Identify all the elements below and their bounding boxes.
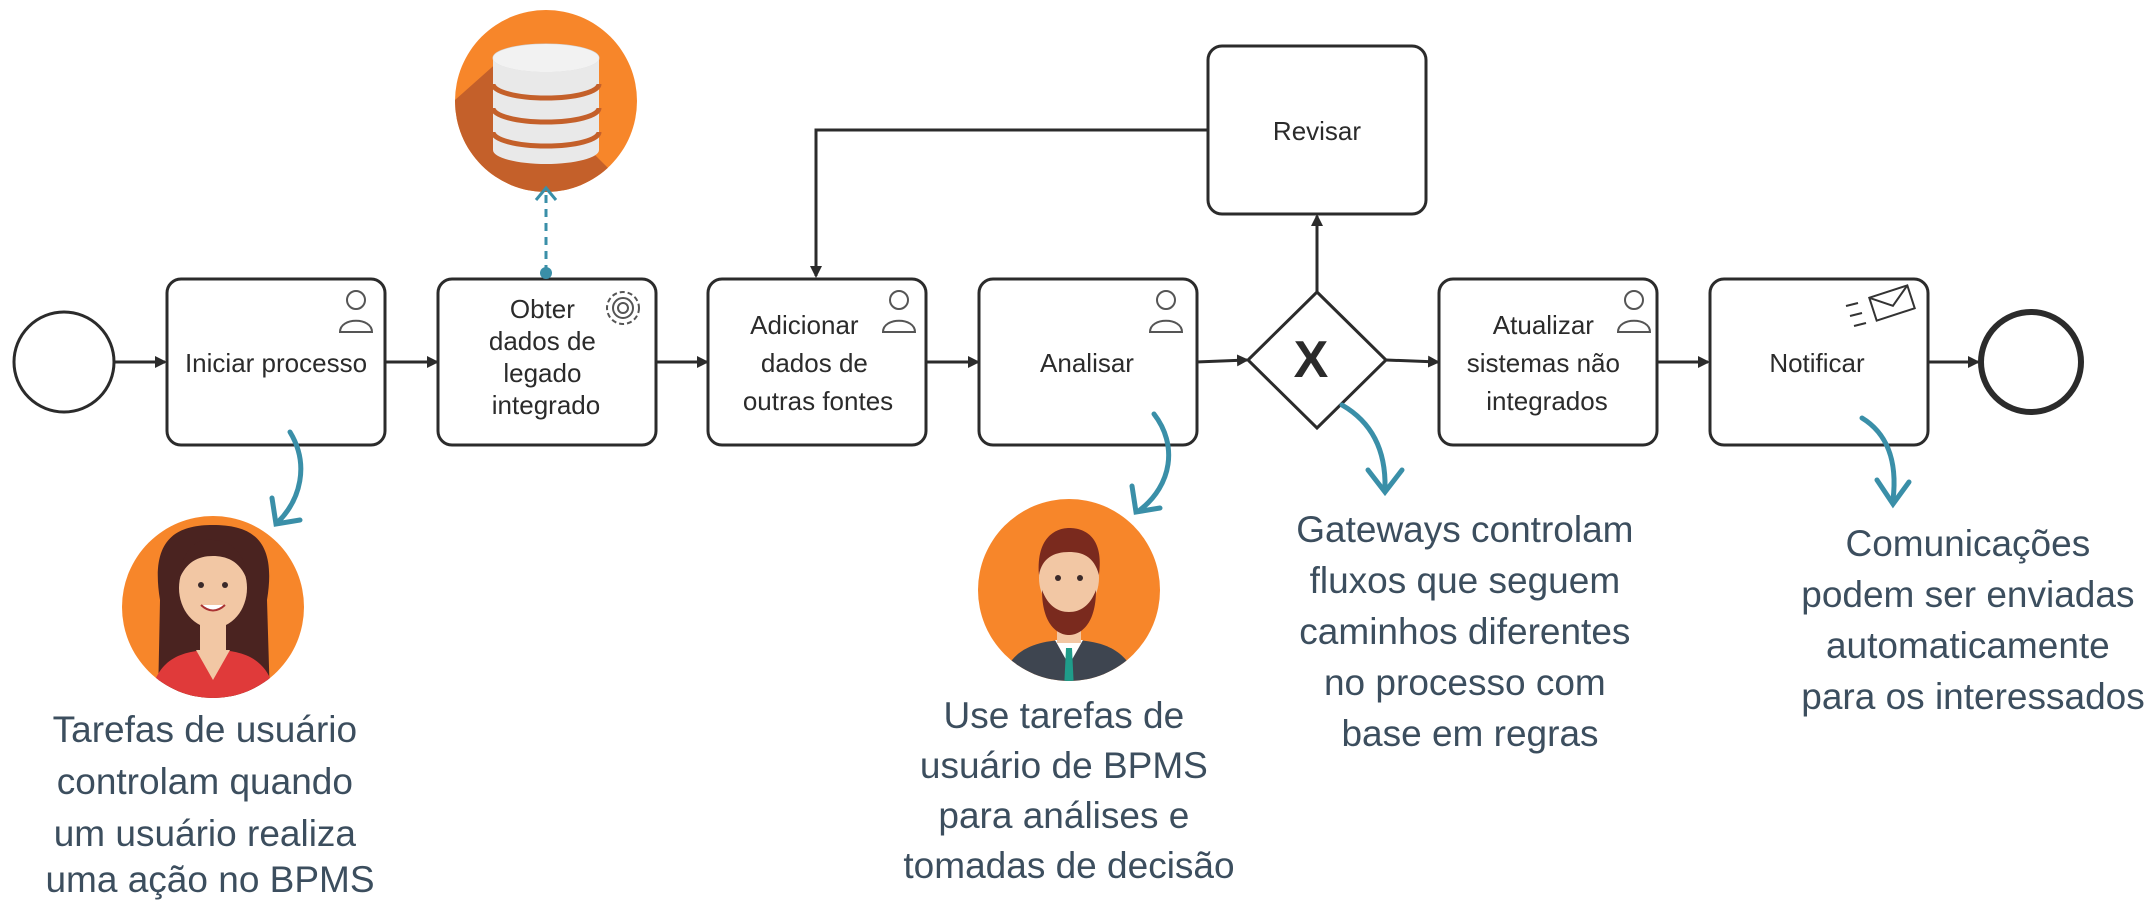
callout-arrow xyxy=(1339,402,1388,491)
task-label: sistemas não xyxy=(1467,348,1620,378)
task-label: Notificar xyxy=(1769,348,1865,378)
task-iniciar-processo: Iniciar processo xyxy=(165,277,387,447)
sequence-flows xyxy=(114,128,1980,368)
association-dot xyxy=(540,267,552,279)
callout-line: Comunicações xyxy=(1845,523,2090,564)
callout-user-tasks: Tarefas de usuário controlam quando um u… xyxy=(45,709,374,900)
task-label: Analisar xyxy=(1040,348,1134,378)
task-label: integrado xyxy=(492,390,600,420)
callout-line: um usuário realiza xyxy=(54,813,357,854)
task-label: dados de xyxy=(489,326,596,356)
avatar-woman xyxy=(122,516,304,698)
callout-arrow xyxy=(275,429,304,525)
avatar-man xyxy=(978,499,1160,681)
callout-analysis: Use tarefas de usuário de BPMS para anál… xyxy=(903,695,1234,886)
envelope-icon xyxy=(1845,284,1916,327)
task-label: outras fontes xyxy=(743,386,893,416)
callout-line: para análises e xyxy=(938,795,1189,836)
task-notificar: Notificar xyxy=(1708,277,1930,447)
svg-text:Iniciar processo: Iniciar processo xyxy=(185,348,367,378)
data-association xyxy=(534,185,558,273)
callout-line: Gateways controlam xyxy=(1296,509,1633,550)
callout-line: para os interessados xyxy=(1801,676,2144,717)
callout-line: no processo com xyxy=(1324,662,1606,703)
callout-arrowhead xyxy=(1874,477,1912,509)
task-label: legado xyxy=(503,358,581,388)
flow-analisar-to-gateway xyxy=(1195,354,1249,367)
user-icon xyxy=(338,290,374,333)
task-label: dados de xyxy=(761,348,868,378)
callout-line: Tarefas de usuário xyxy=(53,709,357,750)
callout-arrows xyxy=(269,402,1912,527)
end-event xyxy=(1978,309,2084,415)
callout-gateways: Gateways controlam fluxos que seguem cam… xyxy=(1296,509,1644,754)
start-event xyxy=(12,310,116,414)
svg-text:Atualizar sistemas não: Atualizar sistemas não integrados xyxy=(1467,310,1627,416)
exclusive-gateway: X xyxy=(1245,289,1389,431)
task-label: integrados xyxy=(1486,386,1607,416)
flow-revisar-to-adicionar xyxy=(810,128,1207,278)
svg-text:Obter dados de leg: Obter dados de legado integrado xyxy=(489,294,603,420)
task-obter-dados: Obter dados de legado integrado xyxy=(436,277,658,447)
svg-text:Analisar: Analisar xyxy=(1040,348,1134,378)
task-label: Atualizar xyxy=(1493,310,1594,340)
callout-line: controlam quando xyxy=(57,761,353,802)
database-icon xyxy=(455,10,637,192)
flow-gateway-to-atualizar xyxy=(1385,355,1440,368)
callout-line: base em regras xyxy=(1341,713,1598,754)
callout-arrow xyxy=(1859,415,1897,503)
callout-line: usuário de BPMS xyxy=(920,745,1208,786)
callout-arrowhead xyxy=(269,495,303,527)
svg-text:Adicionar dados de: Adicionar dados de outras fontes xyxy=(743,310,893,416)
gateway-symbol: X xyxy=(1294,331,1329,389)
callout-line: automaticamente xyxy=(1826,625,2110,666)
task-label: Obter xyxy=(510,294,575,324)
callout-communications: Comunicações podem ser enviadas automati… xyxy=(1801,523,2144,717)
callout-line: podem ser enviadas xyxy=(1801,574,2134,615)
task-analisar: Analisar xyxy=(977,277,1199,447)
task-label: Iniciar processo xyxy=(185,348,367,378)
callout-line: tomadas de decisão xyxy=(903,845,1234,886)
svg-text:Notificar: Notificar xyxy=(1769,348,1865,378)
callout-line: caminhos diferentes xyxy=(1299,611,1630,652)
user-icon xyxy=(1148,290,1184,333)
user-icon xyxy=(1616,290,1652,333)
task-revisar: Revisar xyxy=(1206,44,1428,216)
callout-line: uma ação no BPMS xyxy=(45,859,374,900)
user-icon xyxy=(881,290,917,333)
callout-arrowhead xyxy=(1365,467,1405,497)
gear-icon xyxy=(606,291,640,325)
task-label: Revisar xyxy=(1273,116,1361,146)
task-adicionar-dados: Adicionar dados de outras fontes xyxy=(706,277,928,447)
svg-text:Revisar: Revisar xyxy=(1273,116,1361,146)
task-label: Adicionar xyxy=(750,310,859,340)
callout-arrowhead xyxy=(1129,483,1163,515)
callout-arrow xyxy=(1137,411,1172,513)
callout-line: Use tarefas de xyxy=(944,695,1185,736)
task-atualizar-sistemas: Atualizar sistemas não integrados xyxy=(1437,277,1659,447)
callout-line: fluxos que seguem xyxy=(1310,560,1621,601)
